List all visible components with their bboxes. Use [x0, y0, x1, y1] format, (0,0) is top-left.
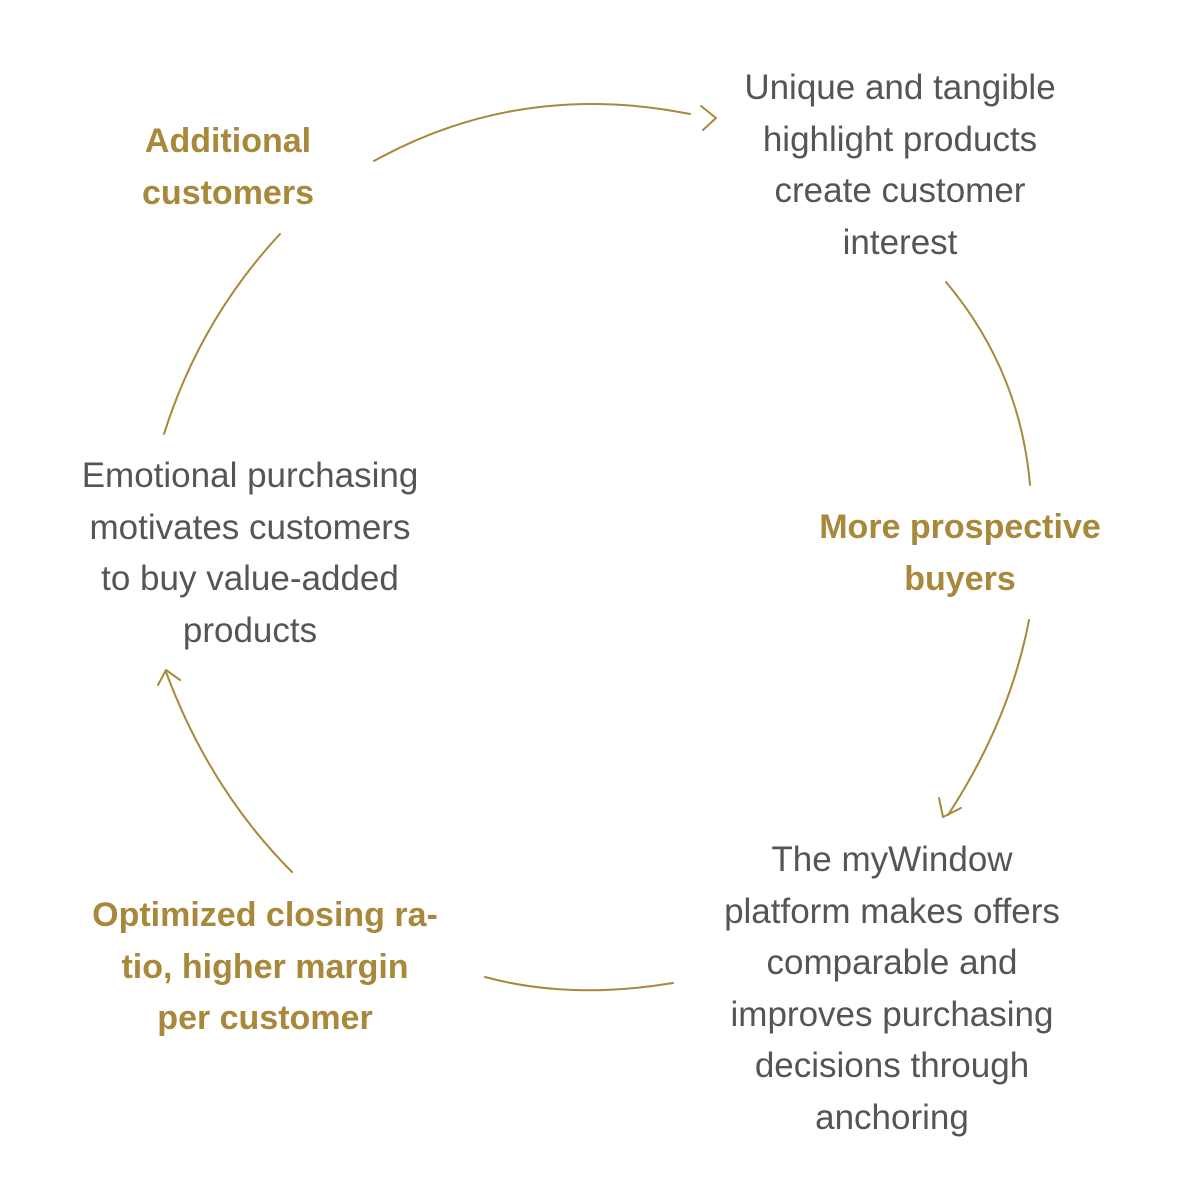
node-text-line: More prospective — [819, 508, 1101, 546]
node-text-line: decisions through — [754, 1046, 1030, 1085]
arc-mywindow-to-optimized — [484, 976, 674, 992]
node-text-line: create customer — [774, 171, 1026, 210]
node-unique-highlight-products: Unique and tangible highlight products c… — [680, 62, 1120, 268]
arrowhead-mywindow-icon — [938, 797, 962, 818]
node-text-line: motivates customers — [89, 507, 411, 547]
node-more-prospective-buyers: More prospective buyers — [770, 502, 1150, 605]
node-text-line: to buy value-added — [101, 559, 399, 598]
node-text-line: tio, higher margin — [121, 947, 409, 986]
arrowhead-unique-icon — [700, 105, 717, 131]
node-mywindow-platform: The myWindow platform makes offers compa… — [672, 834, 1112, 1143]
node-text-line: comparable and — [766, 943, 1018, 982]
node-text-line: Additional — [144, 122, 312, 160]
arc-additional-to-unique — [373, 102, 691, 162]
node-text-line: improves purchasing — [730, 994, 1054, 1034]
node-text-line: The myWindow — [771, 840, 1013, 879]
node-text-line: customers — [142, 173, 314, 212]
node-text-line: highlight products — [762, 119, 1038, 159]
node-text-line: per customer — [157, 999, 373, 1037]
arc-unique-to-prospective — [945, 281, 1031, 486]
node-optimized-closing-ratio: Optimized closing ra- tio, higher margin… — [55, 890, 475, 1045]
arrowhead-emotional-icon — [157, 669, 181, 686]
arc-emotional-to-additional — [163, 233, 281, 435]
node-text-line: platform makes offers — [724, 891, 1060, 931]
node-emotional-purchasing: Emotional purchasing motivates customers… — [40, 450, 460, 656]
arc-prospective-to-mywindow — [947, 619, 1030, 816]
node-text-line: interest — [842, 222, 958, 262]
node-text-line: Optimized closing ra- — [92, 896, 438, 934]
arc-optimized-to-emotional — [165, 671, 293, 873]
node-text-line: Unique and tangible — [744, 68, 1056, 107]
node-text-line: Emotional purchasing — [81, 456, 419, 495]
node-additional-customers: Additional customers — [78, 116, 378, 219]
node-text-line: buyers — [904, 559, 1016, 598]
node-text-line: products — [182, 610, 318, 650]
node-text-line: anchoring — [815, 1097, 969, 1137]
